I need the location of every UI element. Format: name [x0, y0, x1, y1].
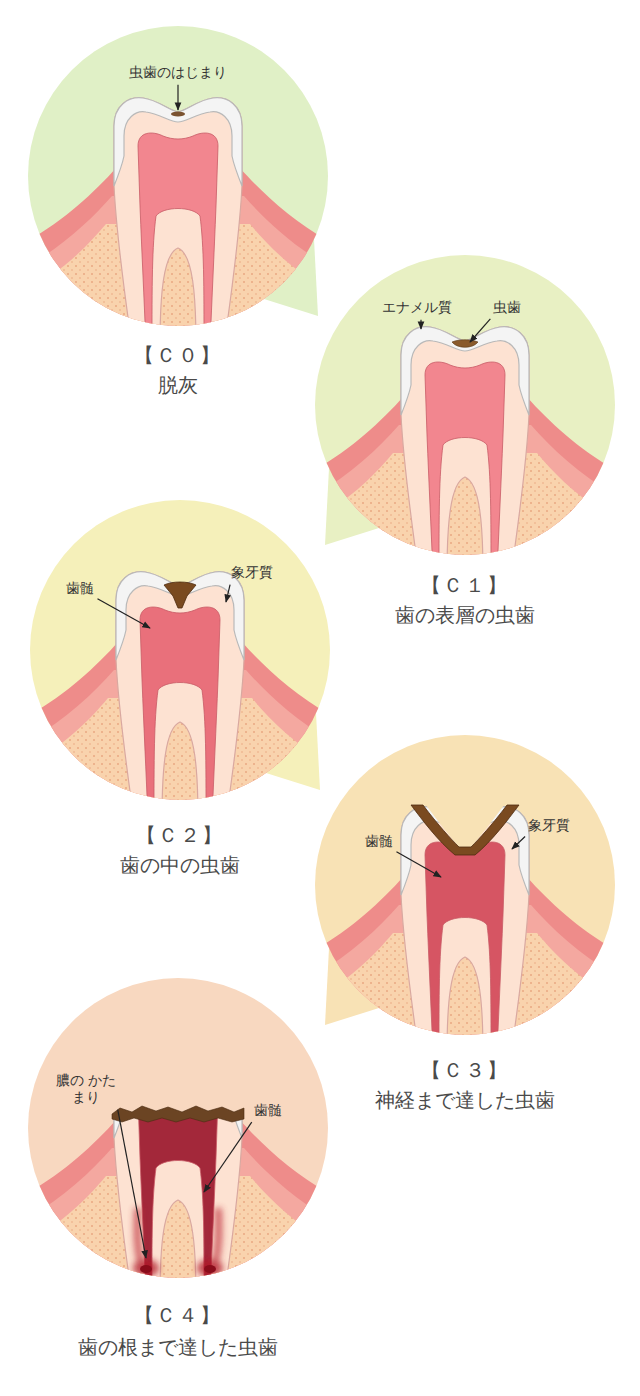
leader-line [97, 599, 150, 628]
stage-name: 脱灰 [28, 373, 328, 397]
stage-name: 歯の根まで達した虫歯 [28, 1335, 328, 1359]
tooth-illustration [28, 978, 328, 1278]
stage-code: 【Ｃ４】 [28, 1303, 328, 1327]
part-label: 虫歯 [493, 299, 521, 316]
stage-bubble: 歯髄象牙質【Ｃ３】神経まで達した虫歯 [315, 735, 615, 1035]
stage-bubble: エナメル質虫歯【Ｃ１】歯の表層の虫歯 [315, 255, 615, 555]
stage-name: 神経まで達した虫歯 [315, 1088, 615, 1112]
stage-name: 歯の中の虫歯 [30, 853, 330, 877]
stage-code: 【Ｃ３】 [315, 1058, 615, 1082]
tooth [20, 572, 340, 820]
part-label: 象牙質 [231, 564, 273, 581]
part-label: 歯髄 [66, 580, 94, 597]
tooth-illustration [30, 500, 330, 800]
part-label: 歯髄 [254, 1102, 282, 1119]
leader-line [118, 1110, 146, 1258]
tooth-illustration [315, 735, 615, 1035]
tooth [305, 801, 625, 1055]
leader-line [420, 320, 421, 329]
part-label: 歯髄 [365, 833, 393, 850]
tooth-illustration [315, 255, 615, 555]
tooth [305, 327, 625, 575]
part-label: 膿の かたまり [55, 1072, 117, 1106]
stage-code: 【Ｃ２】 [30, 823, 330, 847]
part-label: 象牙質 [528, 817, 570, 834]
stage-code: 【Ｃ０】 [28, 343, 328, 367]
stage-bubble: 歯髄象牙質【Ｃ２】歯の中の虫歯 [30, 500, 330, 800]
tooth [18, 98, 338, 346]
stage-name: 歯の表層の虫歯 [315, 603, 615, 627]
stage-bubble: 膿の かたまり歯髄【Ｃ４】歯の根まで達した虫歯 [28, 978, 328, 1278]
leader-line [226, 585, 230, 602]
stage-code: 【Ｃ１】 [315, 573, 615, 597]
tooth [18, 1050, 338, 1298]
stage-bubble: 虫歯のはじまり【Ｃ０】脱灰 [28, 26, 328, 326]
leader-line [204, 1122, 252, 1192]
part-label: 虫歯のはじまり [129, 64, 227, 81]
leader-line [396, 852, 441, 877]
part-label: エナメル質 [382, 299, 452, 316]
leader-line [512, 837, 525, 849]
leader-line [177, 85, 178, 110]
leader-line [470, 319, 490, 342]
